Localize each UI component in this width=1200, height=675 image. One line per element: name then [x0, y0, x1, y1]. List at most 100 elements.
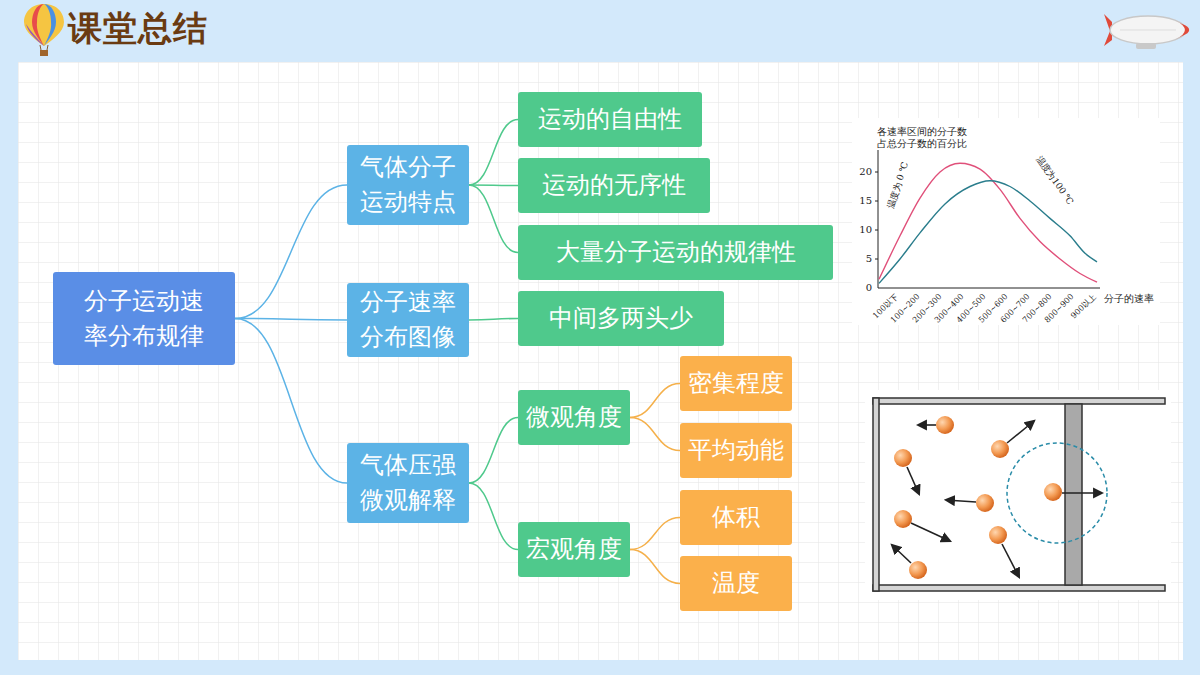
figure-part [918, 424, 936, 426]
speed-distribution-chart [875, 150, 1100, 288]
node-text: 大量分子运动的规律性 [556, 235, 796, 270]
axis-title: 分子的速率 [1104, 292, 1154, 306]
content-panel [18, 62, 1183, 660]
node-text: 运动的自由性 [538, 102, 682, 137]
figure-part [24, 4, 64, 46]
balloon-icon [24, 4, 64, 56]
node-text: 温度 [712, 566, 760, 601]
figure-part [44, 4, 56, 46]
sub-topic: 宏观角度 [518, 522, 630, 577]
figure-part [1062, 492, 1102, 494]
detail-topic: 温度 [680, 556, 792, 611]
tick-label: 10 [850, 224, 872, 236]
figure-part [873, 398, 879, 591]
branch-connector [469, 120, 518, 186]
figure-part [991, 440, 1009, 458]
grid-paper [18, 62, 1183, 660]
leaf-topic: 运动的自由性 [518, 92, 702, 147]
node-text: 密集程度 [688, 366, 784, 401]
root-topic: 分子运动速率分布规律 [53, 272, 235, 365]
x-axis [878, 288, 1100, 289]
branch-connector [630, 550, 680, 584]
tick-label: 0 [850, 282, 872, 294]
node-text: 气体压强微观解释 [358, 448, 458, 518]
branch-connector [469, 483, 518, 550]
y-axis [878, 150, 879, 288]
tick-label: 15 [850, 195, 872, 207]
figure-part [907, 467, 919, 494]
node-text: 体积 [712, 500, 760, 535]
axis-ticks [875, 172, 878, 259]
node-text: 分子运动速率分布规律 [79, 284, 209, 354]
detail-topic: 密集程度 [680, 356, 792, 411]
velocity-arrows [892, 421, 1102, 577]
figure-part [1044, 483, 1062, 501]
branch-connector [235, 319, 347, 321]
leaf-topic: 运动的无序性 [518, 158, 710, 213]
cylinder-illustration [873, 398, 1165, 591]
branch-connector [630, 518, 680, 550]
figure-part [26, 24, 44, 46]
tick-label: 20 [850, 166, 872, 178]
tick-label: 5 [850, 253, 872, 265]
figure-part [892, 545, 911, 563]
detail-topic: 体积 [680, 490, 792, 545]
gas-molecules [894, 416, 1062, 579]
node-text: 微观角度 [526, 400, 622, 435]
branch-connector [469, 185, 518, 253]
figure-part [1120, 30, 1176, 31]
dashed-circle [1007, 443, 1107, 543]
sub-topic: 微观角度 [518, 390, 630, 445]
airship-icon [1104, 14, 1189, 49]
detail-topic: 平均动能 [680, 423, 792, 478]
slide-title: 课堂总结 [68, 6, 208, 52]
figure-part [1110, 16, 1186, 44]
branch-connector [469, 184, 518, 186]
branch-topic: 气体分子运动特点 [347, 145, 469, 225]
figure-part [976, 494, 994, 512]
figure-part [989, 526, 1007, 544]
figure-part [875, 230, 878, 231]
figure-part [873, 398, 1165, 404]
chart-ground [852, 118, 1160, 325]
curve-label: 温度为100 ℃ [1034, 153, 1076, 206]
figure-part [875, 259, 878, 260]
leaf-topic: 大量分子运动的规律性 [518, 225, 833, 280]
figure-part [909, 561, 927, 579]
figure-part [936, 416, 954, 434]
branch-connector [235, 319, 347, 484]
figure-part [911, 523, 950, 541]
curve-label: 温度为 0 ℃ [885, 160, 910, 210]
node-text: 分子速率分布图像 [358, 285, 458, 355]
branch-topic: 分子速率分布图像 [347, 283, 469, 357]
node-text: 宏观角度 [526, 532, 622, 567]
figure-part [1136, 43, 1156, 49]
figure-part [1002, 544, 1019, 577]
figure-part [875, 172, 878, 173]
branch-connector [630, 384, 680, 418]
figure-part [894, 449, 912, 467]
node-text: 运动的无序性 [542, 168, 686, 203]
branch-connector [469, 319, 518, 321]
branch-connector [235, 185, 347, 319]
leaf-topic: 中间多两头少 [518, 291, 724, 346]
node-text: 中间多两头少 [549, 301, 693, 336]
branch-topic: 气体压强微观解释 [347, 443, 469, 523]
illustration-ground [865, 390, 1171, 600]
figure-part [1176, 21, 1189, 39]
node-text: 气体分子运动特点 [358, 150, 458, 220]
branch-connector [469, 418, 518, 484]
figure-part [40, 45, 41, 50]
figure-part [47, 45, 48, 50]
branch-connector [630, 418, 680, 451]
figure-part [894, 510, 912, 528]
piston [1065, 404, 1082, 585]
figure-part [1007, 421, 1034, 443]
node-text: 平均动能 [688, 433, 784, 468]
figure-part [40, 50, 48, 56]
figure-part [873, 585, 1165, 591]
